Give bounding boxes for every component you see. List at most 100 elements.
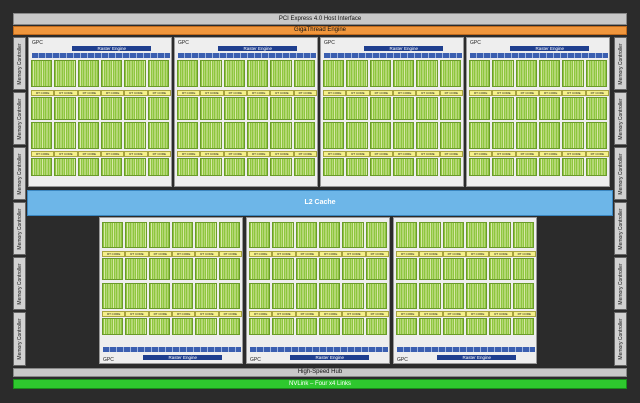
cuda-core-block: [489, 222, 511, 249]
cuda-core-block: [200, 158, 222, 177]
tpc-strip: [250, 347, 388, 352]
rt-core: RT CORE: [200, 151, 224, 158]
rt-core: RT CORE: [416, 151, 440, 158]
cuda-core-block: [172, 317, 194, 336]
rt-core: RT CORE: [148, 310, 172, 317]
cuda-core-block: [512, 282, 534, 309]
cuda-core-block: [177, 60, 199, 87]
cuda-core-block: [469, 97, 491, 120]
cuda-core-block: [101, 60, 123, 87]
cuda-core-block: [272, 258, 294, 281]
rt-core: RT CORE: [195, 251, 219, 258]
cuda-core-block: [31, 122, 53, 149]
rt-core: RT CORE: [124, 90, 148, 96]
rt-core: RT CORE: [365, 251, 389, 258]
cuda-core-block: [247, 122, 269, 149]
cuda-core-block: [177, 122, 199, 149]
cuda-core-block: [77, 60, 99, 87]
cuda-core-block: [515, 158, 537, 177]
cuda-core-block: [195, 258, 217, 281]
cuda-core-block: [223, 97, 245, 120]
cuda-core-block: [539, 122, 561, 149]
cuda-core-block: [562, 60, 584, 87]
cuda-core-block: [125, 317, 147, 336]
high-speed-hub: High-Speed Hub: [13, 368, 627, 377]
cuda-core-block: [342, 222, 364, 249]
rt-core: RT CORE: [148, 251, 172, 258]
cuda-core-block: [270, 60, 292, 87]
cuda-core-block: [416, 158, 438, 177]
rt-core: RT CORE: [247, 90, 271, 96]
rt-core: RT CORE: [489, 310, 513, 317]
cuda-core-block: [346, 158, 368, 177]
rt-core: RT CORE: [77, 90, 101, 96]
rt-core: RT CORE: [200, 90, 224, 96]
tpc-strip: [397, 347, 535, 352]
cuda-core-block: [102, 317, 124, 336]
cuda-core-block: [466, 258, 488, 281]
cuda-core-block: [200, 97, 222, 120]
rt-core: RT CORE: [515, 151, 539, 158]
cuda-core-block: [416, 122, 438, 149]
cuda-core-block: [442, 222, 464, 249]
cuda-core-block: [223, 122, 245, 149]
cuda-core-block: [515, 97, 537, 120]
raster-engine: Raster Engine: [143, 355, 223, 360]
gigathread-label: GigaThread Engine: [293, 27, 347, 33]
cuda-core-block: [393, 158, 415, 177]
rt-core: RT CORE: [270, 90, 294, 96]
cuda-core-block: [270, 122, 292, 149]
tpc-strip: [470, 53, 608, 58]
cuda-core-block: [31, 60, 53, 87]
memory-controller-right-6: Memory Controller: [614, 312, 627, 366]
rt-core: RT CORE: [512, 310, 536, 317]
cuda-core-block: [396, 222, 418, 249]
cuda-core-block: [124, 158, 146, 177]
rt-core: RT CORE: [419, 310, 443, 317]
rt-core: RT CORE: [125, 310, 149, 317]
rt-core: RT CORE: [562, 151, 586, 158]
cuda-core-block: [439, 97, 461, 120]
memory-controller-right-3: Memory Controller: [614, 147, 627, 200]
rt-core: RT CORE: [101, 151, 125, 158]
rt-core: RT CORE: [319, 251, 343, 258]
cuda-core-block: [54, 158, 76, 177]
cuda-core-block: [319, 317, 341, 336]
cuda-core-block: [293, 158, 315, 177]
cuda-core-block: [393, 60, 415, 87]
rt-core: RT CORE: [125, 251, 149, 258]
cuda-core-block: [125, 258, 147, 281]
cuda-core-block: [469, 60, 491, 87]
cuda-core-block: [77, 97, 99, 120]
memory-controller-left-5: Memory Controller: [13, 257, 26, 310]
cuda-core-block: [489, 317, 511, 336]
gpc-label: GPC: [470, 40, 481, 46]
rt-core: RT CORE: [295, 310, 319, 317]
cuda-core-block: [419, 317, 441, 336]
cuda-core-block: [439, 122, 461, 149]
cuda-core-block: [469, 158, 491, 177]
cuda-core-block: [512, 317, 534, 336]
cuda-core-block: [102, 282, 124, 309]
cuda-core-block: [342, 282, 364, 309]
cuda-core-block: [293, 60, 315, 87]
rt-core: RT CORE: [469, 90, 493, 96]
cuda-core-block: [124, 97, 146, 120]
cuda-core-block: [323, 158, 345, 177]
memory-controller-left-3: Memory Controller: [13, 147, 26, 200]
cuda-core-block: [200, 122, 222, 149]
rt-core: RT CORE: [54, 151, 78, 158]
hub-label: High-Speed Hub: [297, 369, 343, 375]
cuda-core-block: [319, 258, 341, 281]
cuda-core-block: [323, 122, 345, 149]
cuda-core-block: [346, 122, 368, 149]
gpc-label: GPC: [178, 40, 189, 46]
rt-core: RT CORE: [102, 310, 126, 317]
cuda-core-block: [195, 317, 217, 336]
cuda-core-block: [439, 60, 461, 87]
rt-core: RT CORE: [323, 90, 347, 96]
cuda-core-block: [218, 258, 240, 281]
memory-controller-right-1: Memory Controller: [614, 37, 627, 90]
cuda-core-block: [492, 97, 514, 120]
